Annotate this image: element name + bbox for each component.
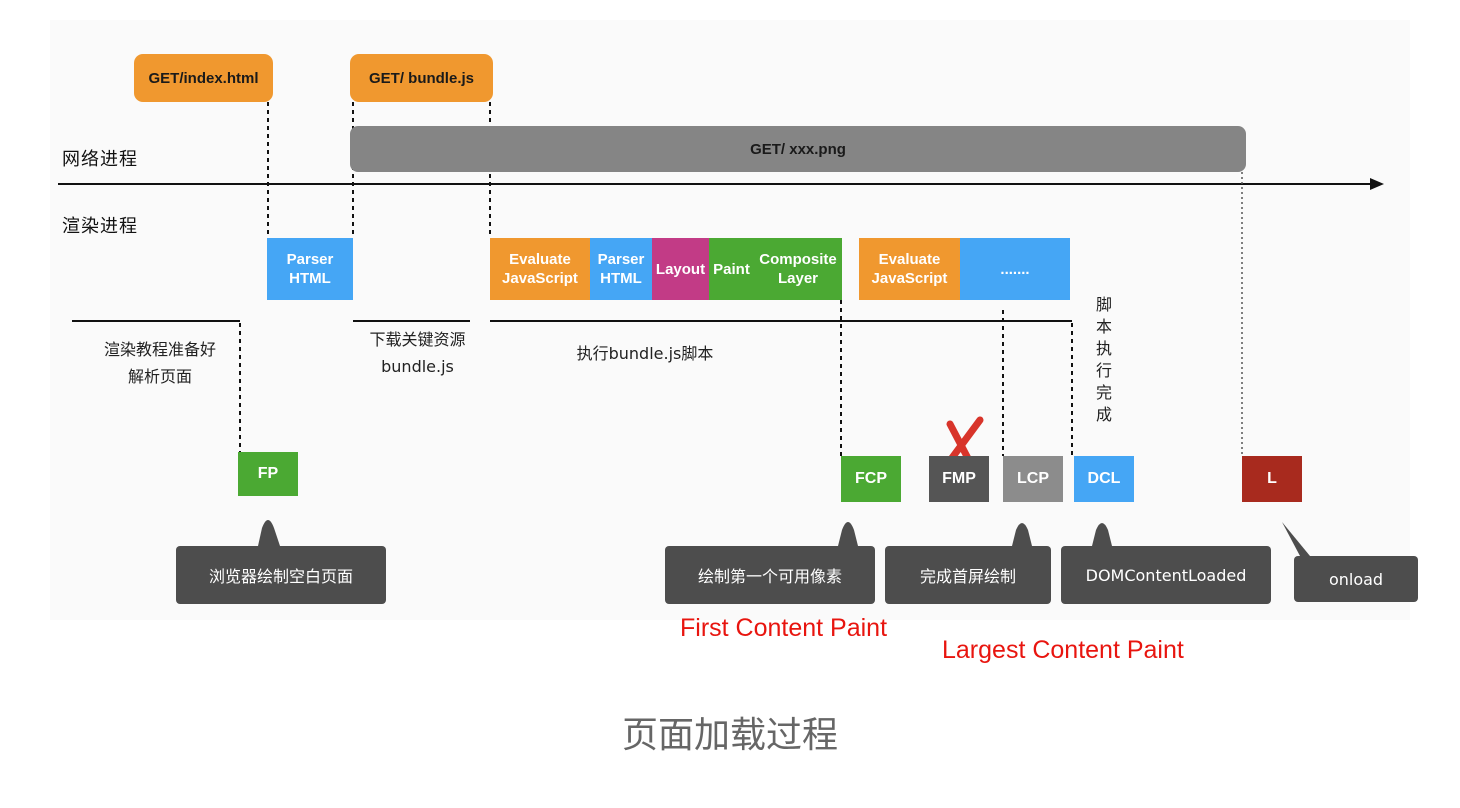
metric-dcl: DCL bbox=[1074, 456, 1134, 502]
metric-fp: FP bbox=[238, 452, 298, 496]
metric-fmp: FMP bbox=[929, 456, 989, 502]
bubble-pointer-fp bbox=[258, 520, 280, 546]
metric-lcp: LCP bbox=[1003, 456, 1063, 502]
request-index-html: GET/index.html bbox=[134, 54, 273, 102]
render-process-label: 渲染进程 bbox=[62, 216, 138, 237]
callout-onload: onload bbox=[1294, 556, 1418, 602]
network-process-label: 网络进程 bbox=[62, 149, 138, 170]
diagram-caption: 页面加载过程 bbox=[621, 715, 838, 756]
note-download: 下载关键资源 bundle.js bbox=[369, 330, 466, 376]
block-evaluate-js-2: Evaluate JavaScript bbox=[859, 238, 960, 300]
note-script-done: 脚 本 执 行 完 成 bbox=[1095, 295, 1112, 424]
bubble-pointer-fcp bbox=[838, 522, 858, 546]
callout-lcp: 完成首屏绘制 bbox=[885, 546, 1051, 604]
request-image-label: GET/ xxx.png bbox=[750, 140, 846, 158]
block-paint: Paint bbox=[709, 238, 754, 300]
block-layout: Layout bbox=[652, 238, 709, 300]
callout-dcl: DOMContentLoaded bbox=[1061, 546, 1271, 604]
block-ellipsis: ....... bbox=[960, 238, 1070, 300]
bubble-pointer-onload bbox=[1282, 522, 1310, 556]
request-bundle-js: GET/ bundle.js bbox=[350, 54, 493, 102]
time-axis-arrowhead bbox=[1370, 178, 1384, 190]
callout-fcp: 绘制第一个可用像素 bbox=[665, 546, 875, 604]
note-execute: 执行bundle.js脚本 bbox=[576, 344, 714, 363]
note-prepare: 渲染教程准备好 解析页面 bbox=[103, 340, 216, 386]
block-composite-layer: Composite Layer bbox=[754, 238, 842, 300]
request-image-bar: GET/ xxx.png bbox=[350, 126, 1246, 172]
metric-fcp: FCP bbox=[841, 456, 901, 502]
callout-fp: 浏览器绘制空白页面 bbox=[176, 546, 386, 604]
bubble-pointer-dcl bbox=[1092, 523, 1112, 546]
annotation-fcp: First Content Paint bbox=[680, 614, 888, 642]
block-parser-html-2: Parser HTML bbox=[590, 238, 652, 300]
block-parser-html-1: Parser HTML bbox=[267, 238, 353, 300]
metric-l: L bbox=[1242, 456, 1302, 502]
block-evaluate-js-1: Evaluate JavaScript bbox=[490, 238, 590, 300]
annotation-lcp: Largest Content Paint bbox=[942, 636, 1184, 664]
bubble-pointer-lcp bbox=[1012, 523, 1032, 546]
